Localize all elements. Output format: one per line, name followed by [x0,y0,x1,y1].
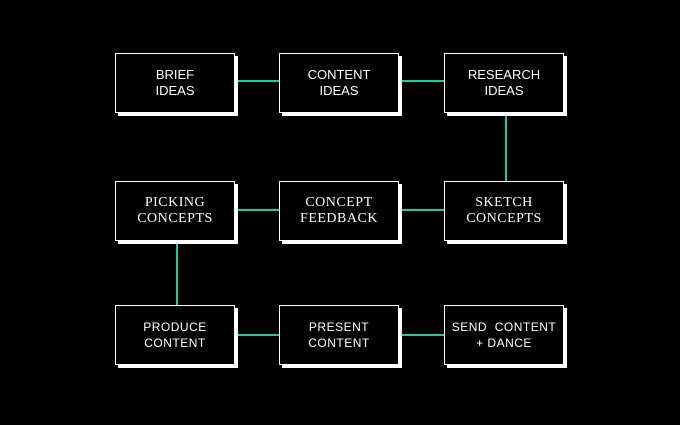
connector-research-to-sketch [505,114,507,182]
step-box-sketch-concepts: SKETCH CONCEPTS [444,181,564,241]
connector-feedback-to-picking [238,209,280,211]
step-label: SEND CONTENT + DANCE [451,320,557,350]
step-box-content-ideas: CONTENT IDEAS [279,53,399,113]
step-box-research-ideas: RESEARCH IDEAS [444,53,564,113]
connector-produce-to-present [238,334,280,336]
connector-sketch-to-feedback [402,209,445,211]
step-label: SKETCH CONCEPTS [466,195,542,226]
step-label: RESEARCH IDEAS [467,67,541,98]
step-box-present-content: PRESENT CONTENT [279,305,399,365]
step-box-brief-ideas: BRIEF IDEAS [115,53,235,113]
step-box-concept-feedback: CONCEPT FEEDBACK [279,181,399,241]
connector-brief-to-content [238,80,280,82]
connector-picking-to-produce [176,242,178,306]
step-label: PICKING CONCEPTS [137,195,213,226]
step-label: CONCEPT FEEDBACK [300,195,378,226]
connector-content-to-research [402,80,445,82]
step-box-send-content-dance: SEND CONTENT + DANCE [444,305,564,365]
step-box-produce-content: PRODUCE CONTENT [115,305,235,365]
step-box-picking-concepts: PICKING CONCEPTS [115,181,235,241]
connector-present-to-send [402,334,445,336]
step-label: PRESENT CONTENT [308,320,370,350]
step-label: PRODUCE CONTENT [143,320,207,350]
step-label: CONTENT IDEAS [307,67,371,98]
step-label: BRIEF IDEAS [155,67,195,98]
